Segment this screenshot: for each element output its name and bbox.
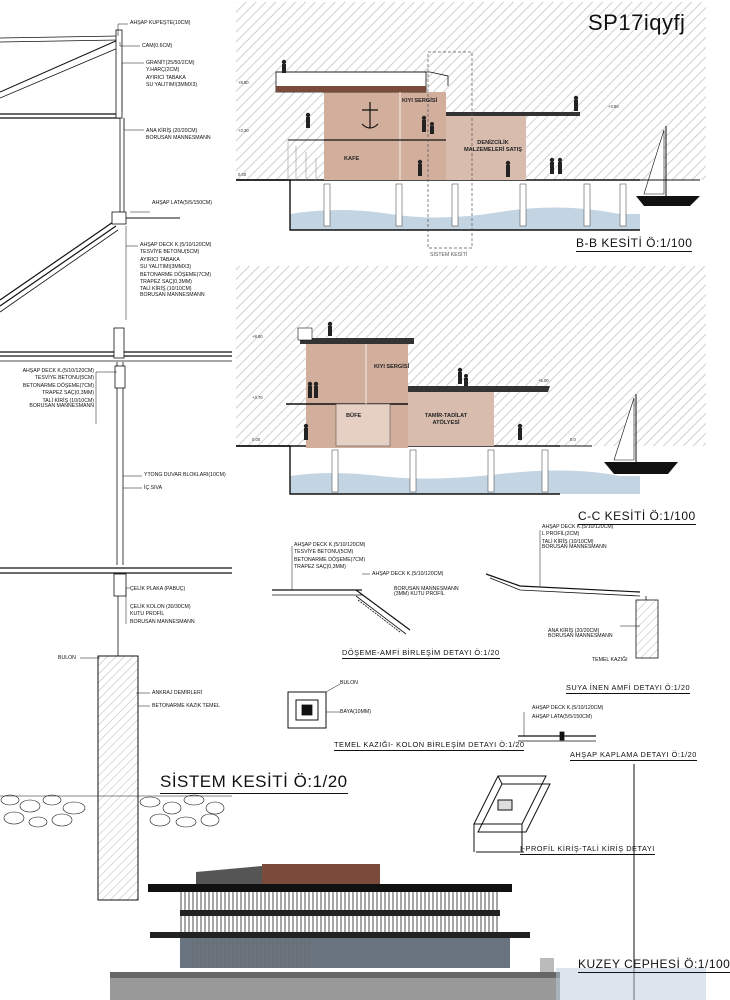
label-ytong: YTONG DUVAR BLOKLARI(10CM) (144, 472, 226, 478)
label-granite: GRANİT(25/50/2CM) (146, 60, 195, 66)
label-wood-railing: AHŞAP KUPEŞTE(10CM) (130, 20, 191, 26)
label-leveling: TESVİYE BETONU(5CM) (140, 249, 200, 256)
cc-section-drawing (236, 266, 706, 495)
bb-room-shore-exhibit: KIYI SERGİSİ (402, 98, 438, 104)
label-box-profile: (3MM) KUTU PROFİL (394, 591, 445, 598)
label-plaster: İÇ SIVA (144, 485, 163, 491)
label-borusan: BORUSAN MANNESMANN (394, 586, 459, 592)
amphi-layer-labels: AHŞAP DECK K.(5/10/120CM) TESVİYE BETONU… (140, 242, 211, 299)
cc-level: +8.80 (252, 334, 263, 339)
floor-amphi-title: DÖŞEME-AMFİ BİRLEŞİM DETAYI Ö:1/20 (342, 648, 500, 659)
label-secondary-beam: TALİ KİRİŞ (10/10CM) (140, 286, 192, 293)
label-deck: AHŞAP DECK K.(5/10/120CM) (532, 705, 604, 711)
cc-room-shore-exhibit: KIYI SERGİSİ (374, 364, 410, 370)
label-plate: BAYA(10MM) (340, 709, 371, 715)
label-borusan: BORUSAN MANNESMANN (542, 544, 607, 551)
cc-level: +5.00 (538, 378, 549, 383)
label-main-beam: ANA KİRİŞ (20/20CM) (146, 128, 198, 134)
system-section-title: SİSTEM KESİTİ Ö:1/20 (160, 772, 348, 794)
label-deck: AHŞAP DECK K.(5/10/120CM) (22, 368, 94, 374)
label-l-profile: L PROFİL(2CM) (542, 531, 580, 538)
cc-section-title: C-C KESİTİ Ö:1/100 (578, 509, 696, 525)
label-rc-slab: BETONARME DÖŞEME(7CM) (22, 382, 94, 389)
floor-layer-labels: AHŞAP DECK K.(5/10/120CM) TESVİYE BETONU… (6, 368, 94, 410)
label-waterproofing: SU YALITIMI(3MMX3) (146, 82, 198, 89)
label-rc-slab: BETONARME DÖŞEME(7CM) (140, 271, 212, 278)
label-separator: AYIRICI TABAKA (146, 74, 186, 81)
cc-room-repair-workshop: TAMİR-TADİLAT ATÖLYESİ (424, 413, 468, 426)
label-foundation-pile: TEMEL KAZIĞI (592, 657, 628, 663)
label-steel-plate: ÇELİK PLAKA (PABUÇ) (130, 586, 186, 592)
label-borusan: BORUSAN MANNESMANN (548, 633, 613, 640)
label-secondary-beam: TALİ KİRİŞ (10/10CM) (42, 397, 94, 404)
label-anchor: ANKRAJ DEMİRLERİ (152, 690, 203, 696)
label-deck: AHŞAP DECK K.(5/10/120CM) (542, 524, 614, 530)
label-borusan: BORUSAN MANNESMANN (29, 402, 94, 409)
label-deck: AHŞAP DECK K.(5/10/120CM) (140, 242, 212, 248)
column-labels: ÇELİK KOLON (30/30CM) KUTU PROFİL BORUSA… (130, 604, 195, 626)
north-elevation-drawing (110, 864, 706, 1000)
bb-level: 0.00 (238, 172, 247, 177)
bb-level: +8.80 (238, 80, 249, 85)
pile-column-title: TEMEL KAZIĞI- KOLON BİRLEŞİM DETAYI Ö:1/… (334, 740, 525, 751)
cc-level: +3.70 (252, 395, 263, 400)
label-bolt: BULON (58, 655, 76, 661)
label-deck: AHŞAP DECK K.(5/10/120CM) (294, 542, 366, 548)
label-trapez: TRAPEZ SAÇ(0,3MM) (42, 390, 94, 397)
floor-amphi-deck-label: AHŞAP DECK K.(5/10/120CM) (372, 571, 444, 577)
water-amphi-bottom-labels: ANA KİRİŞ (20/20CM) BORUSAN MANNESMANN (548, 628, 613, 641)
label-borusan: BORUSAN MANNESMANN (146, 135, 211, 142)
water-amphi-title: SUYA İNEN AMFİ DETAYI Ö:1/20 (566, 683, 691, 694)
details-drawing (272, 530, 659, 1000)
north-elevation-title: KUZEY CEPHESİ Ö:1/100 (578, 957, 730, 973)
label-borusan: BORUSAN MANNESMANN (140, 291, 205, 298)
label-trapez: TRAPEZ SAÇ(0,3MM) (294, 564, 346, 571)
bb-level: +3.80 (608, 104, 619, 109)
label-borusan: BORUSAN MANNESMANN (130, 618, 195, 625)
label-pile: BETONARME KAZIK TEMEL (152, 703, 220, 709)
bb-room-marine-shop: DENİZCİLİK MALZEMELERİ SATIŞ (463, 140, 522, 153)
bb-room-cafe: KAFE (344, 156, 360, 162)
drawing-sheet (0, 2, 706, 1000)
label-leveling: TESVİYE BETONU(5CM) (294, 549, 354, 556)
wood-cladding-title: AHŞAP KAPLAMA DETAYI Ö:1/20 (570, 750, 697, 761)
bb-section-drawing (236, 2, 706, 249)
label-steel-column: ÇELİK KOLON (30/30CM) (130, 604, 191, 610)
label-glass: CAM(0.6CM) (142, 43, 173, 49)
cc-room-buffet: BÜFE (346, 413, 362, 419)
sheet-code: SP17iqyfj (588, 10, 686, 35)
floor-amphi-profile-labels: BORUSAN MANNESMANN (3MM) KUTU PROFİL (394, 586, 459, 599)
label-box-profile: KUTU PROFİL (130, 611, 165, 618)
label-separator: AYIRICI TABAKA (140, 256, 180, 263)
label-wood-lath: AHŞAP LATA(5/5/150CM) (532, 714, 592, 720)
bb-level: +3.30 (238, 128, 249, 133)
label-leveling: TESVİYE BETONU(5CM) (34, 375, 94, 382)
label-trapez: TRAPEZ SAÇ(0,3MM) (140, 278, 192, 285)
label-waterproofing: SU YALITIMI(3MMX3) (140, 264, 192, 271)
label-secondary-beam: TALİ KİRİŞ (10/10CM) (542, 538, 594, 545)
roof-layer-labels: GRANİT(25/50/2CM) Y.HARÇ(2CM) AYIRICI TA… (146, 60, 197, 90)
system-section-drawing (0, 23, 232, 901)
bb-section-title: B-B KESİTİ Ö:1/100 (576, 236, 693, 252)
water-amphi-labels: AHŞAP DECK K.(5/10/120CM) L PROFİL(2CM) … (542, 524, 613, 552)
label-main-beam: ANA KİRİŞ (20/20CM) (548, 628, 600, 634)
label-wood-lath: AHŞAP LATA(5/5/150CM) (152, 200, 212, 206)
cc-level: 0.0 (570, 437, 576, 442)
main-beam-labels: ANA KİRİŞ (20/20CM) BORUSAN MANNESMANN (146, 128, 211, 143)
cc-level: 0.00 (252, 437, 261, 442)
label-bolt: BULON (340, 680, 358, 686)
i-profile-title: I-PROFİL KİRİŞ-TALİ KİRİŞ DETAYI (520, 844, 655, 855)
bb-system-cut-label: SİSTEM KESİTİ (430, 252, 468, 258)
floor-amphi-labels: AHŞAP DECK K.(5/10/120CM) TESVİYE BETONU… (294, 542, 365, 572)
label-rc-slab: BETONARME DÖŞEME(7CM) (294, 556, 366, 563)
label-mortar: Y.HARÇ(2CM) (146, 67, 180, 74)
